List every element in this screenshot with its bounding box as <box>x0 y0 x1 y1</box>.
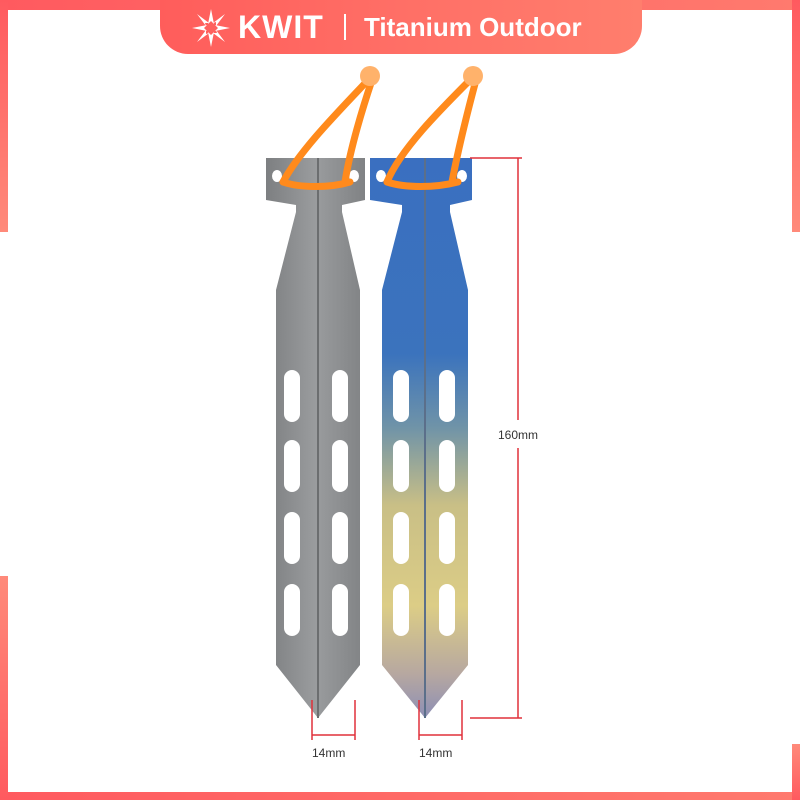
brand-name: KWIT <box>238 9 324 45</box>
brand-tagline: Titanium Outdoor <box>364 12 582 42</box>
right-width-label: 14mm <box>419 746 452 760</box>
left-width-dimension-line <box>311 700 356 740</box>
right-width-dimension-line <box>418 700 463 740</box>
gray-tent-stake <box>266 158 365 718</box>
orange-pull-cords <box>279 74 480 190</box>
frame-bottom-border <box>0 792 800 800</box>
frame-left-bottom-border <box>0 576 8 800</box>
cord-knots <box>360 66 483 86</box>
length-label: 160mm <box>498 428 538 442</box>
brand-separator <box>344 14 346 40</box>
anodized-tent-stake <box>370 158 472 718</box>
left-width-label: 14mm <box>312 746 345 760</box>
frame-right-bottom-border <box>792 744 800 800</box>
brand-header-tab: KWIT Titanium Outdoor <box>160 0 642 54</box>
frame-left-top-border <box>0 0 8 232</box>
asterisk-star-icon <box>192 9 230 47</box>
frame-right-top-border <box>792 0 800 232</box>
length-dimension-line <box>470 157 522 719</box>
